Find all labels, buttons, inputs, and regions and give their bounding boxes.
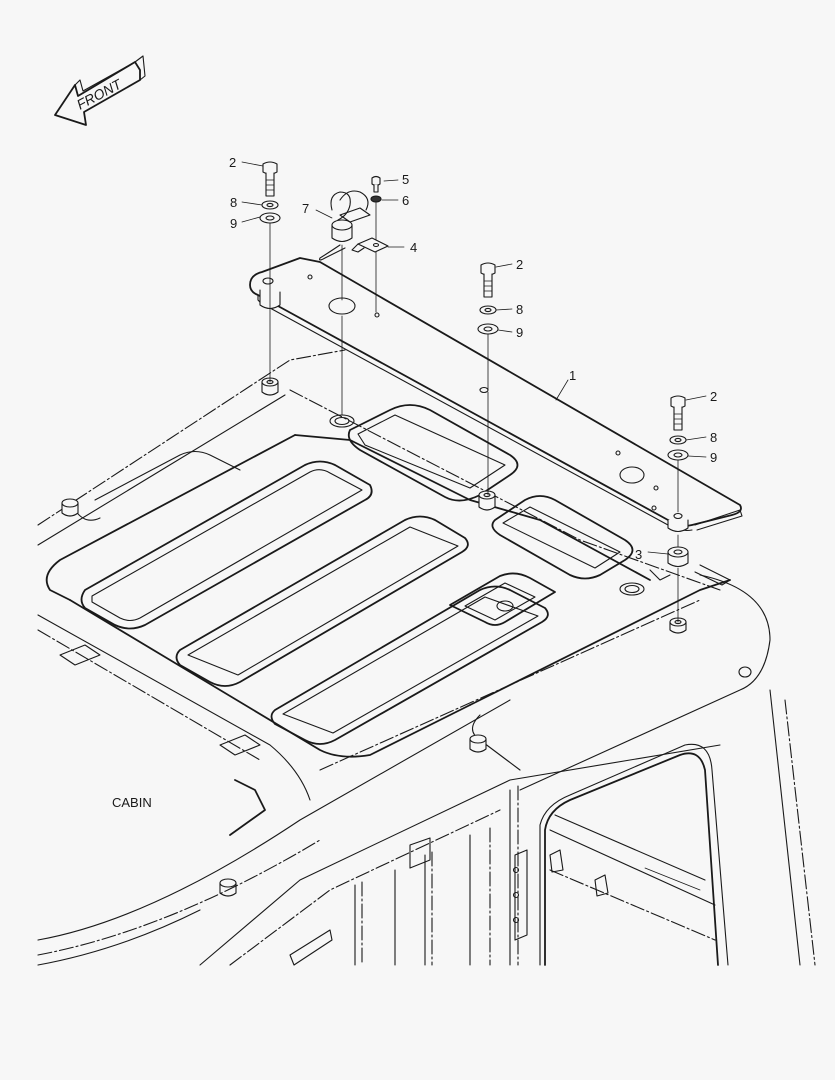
callout-5: 5	[402, 172, 409, 187]
callout-4: 4	[410, 240, 417, 255]
callout-8-middle: 8	[516, 302, 523, 317]
callout-8-left: 8	[230, 195, 237, 210]
callout-8-right: 8	[710, 430, 717, 445]
fastener-stack-small	[351, 175, 389, 313]
cabin-body	[37, 689, 816, 966]
roof-boss-9	[738, 666, 752, 678]
roof-boss-7	[469, 734, 487, 753]
roof-boss-6	[61, 498, 79, 517]
front-arrow-icon: FRONT	[54, 55, 146, 126]
callout-9-left: 9	[230, 216, 237, 231]
callout-1: 1	[569, 368, 576, 383]
callout-labels: 2 8 9 5 6 7 4 2 8 9 1 2 8 9 3	[229, 155, 717, 562]
front-label: FRONT	[74, 75, 125, 112]
callout-2-left: 2	[229, 155, 236, 170]
roof-boss-3	[478, 490, 496, 511]
callout-6: 6	[402, 193, 409, 208]
leader-lines	[241, 161, 707, 555]
callout-2-right: 2	[710, 389, 717, 404]
connector-cap	[319, 190, 371, 416]
callout-2-middle: 2	[516, 257, 523, 272]
callout-9-middle: 9	[516, 325, 523, 340]
roof-boss-4	[619, 582, 645, 596]
callout-3: 3	[635, 547, 642, 562]
fastener-stack-right	[667, 395, 689, 623]
cabin-label: CABIN	[112, 795, 152, 810]
callout-9-right: 9	[710, 450, 717, 465]
callout-7: 7	[302, 201, 309, 216]
fastener-stack-middle	[477, 262, 499, 496]
cabin-roof	[37, 349, 771, 897]
fastener-stack-left	[259, 161, 281, 383]
roof-plate	[249, 257, 743, 533]
